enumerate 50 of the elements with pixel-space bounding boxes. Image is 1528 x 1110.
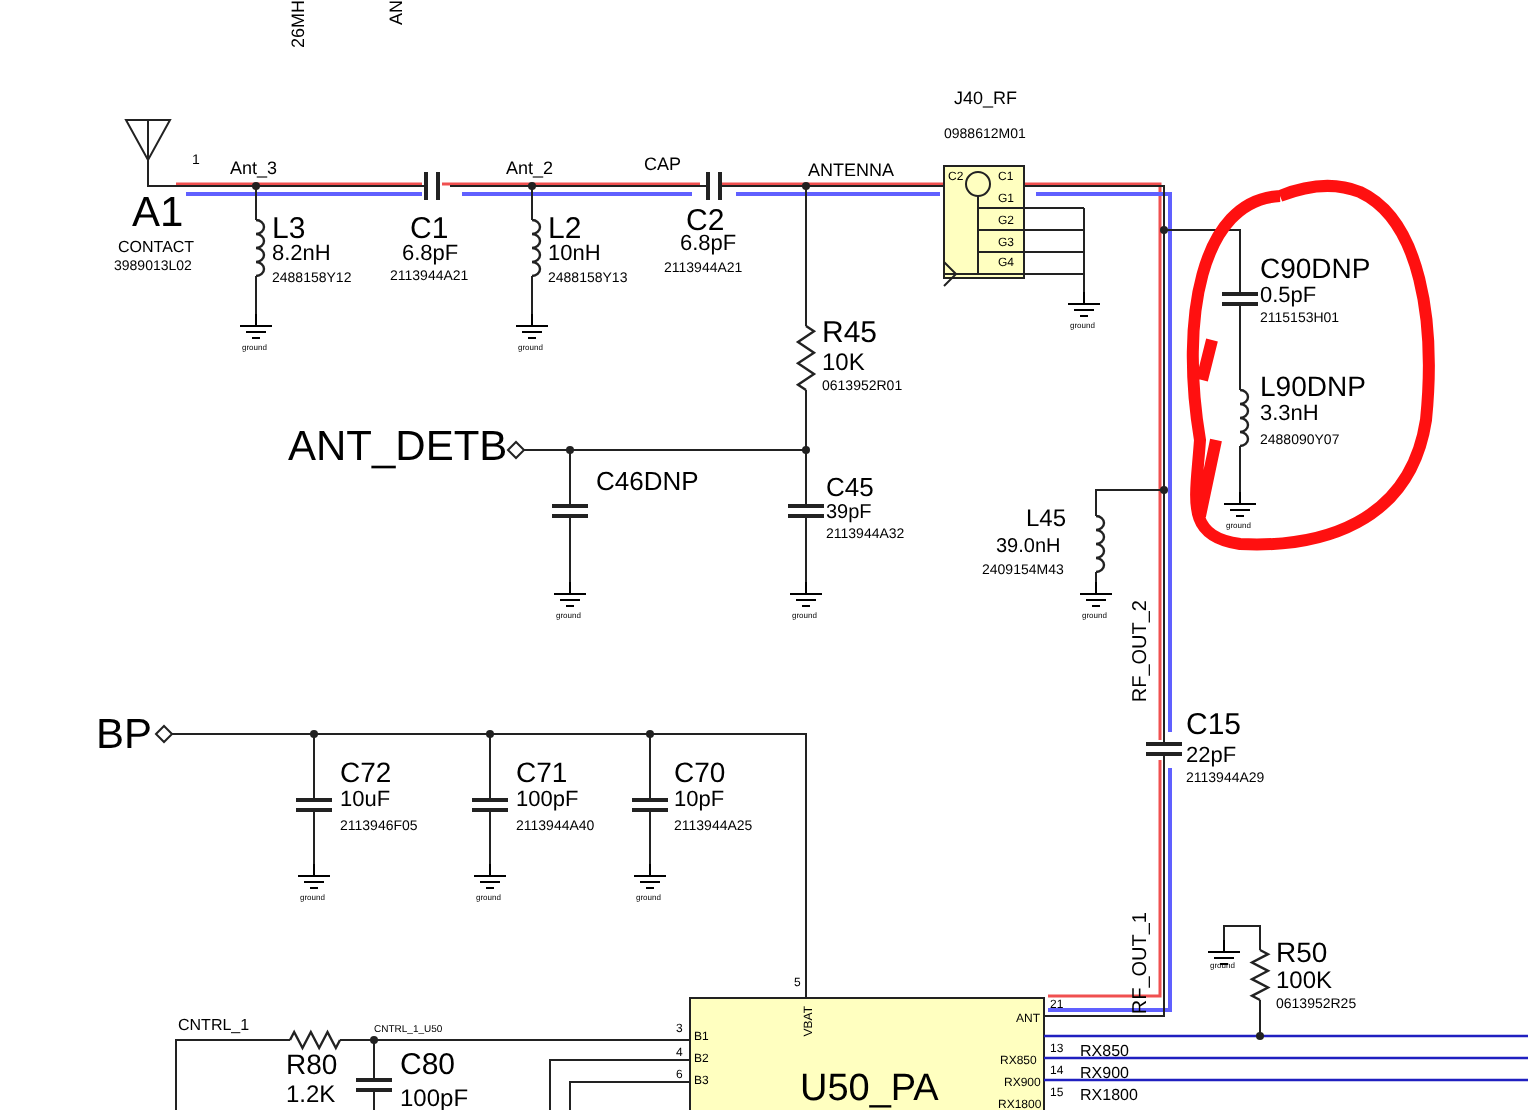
component-value: 1.2K bbox=[286, 1082, 336, 1106]
component-ref: A1 bbox=[132, 192, 184, 234]
net-label: 26MH bbox=[290, 0, 308, 49]
component-ref: R45 bbox=[822, 318, 878, 348]
component-value: 10nH bbox=[548, 244, 601, 266]
port-label: BP bbox=[96, 714, 153, 756]
component-ref: C71 bbox=[516, 758, 568, 786]
net-label: ANTENNA bbox=[808, 162, 895, 180]
component-value: 10pF bbox=[674, 790, 725, 812]
net-label: Ant_3 bbox=[230, 160, 278, 178]
component-ref: C80 bbox=[400, 1050, 456, 1080]
port-label: ANT_DETB bbox=[288, 426, 508, 468]
component-ref: C15 bbox=[1186, 710, 1242, 740]
component-ref: C90DNP bbox=[1260, 254, 1371, 282]
component-ref: C2 bbox=[686, 206, 725, 236]
component-value: 39pF bbox=[826, 504, 872, 524]
component-value: 100pF bbox=[516, 790, 579, 812]
component-ref: L3 bbox=[272, 214, 306, 244]
component-value: 8.2nH bbox=[272, 244, 331, 266]
net-label: RX900 bbox=[1080, 1066, 1129, 1082]
net-label: RX1800 bbox=[1080, 1088, 1138, 1104]
component-value: 6.8pF bbox=[680, 234, 737, 256]
component-ref: L90DNP bbox=[1260, 372, 1366, 400]
component-ref: J40_RF bbox=[954, 90, 1018, 108]
component-value: 22pF bbox=[1186, 746, 1237, 768]
component-ref: C1 bbox=[410, 214, 449, 244]
net-label: RX850 bbox=[1080, 1044, 1129, 1060]
net-label: RF_OUT_2 bbox=[1132, 600, 1152, 703]
component-ref: C70 bbox=[674, 758, 726, 786]
component-ref: R50 bbox=[1276, 938, 1328, 966]
component-ref: C46DNP bbox=[596, 468, 699, 494]
chip-name: U50_PA bbox=[800, 1070, 939, 1108]
component-value: 0.5pF bbox=[1260, 286, 1317, 308]
component-value: 10K bbox=[822, 350, 865, 374]
component-value: 39.0nH bbox=[996, 538, 1061, 558]
net-label: RF_OUT_1 bbox=[1132, 912, 1152, 1015]
component-ref: L45 bbox=[1026, 506, 1067, 530]
part-number: CONTACT bbox=[118, 240, 195, 256]
net-label: CAP bbox=[644, 156, 682, 174]
net-label: CNTRL_1 bbox=[178, 1018, 250, 1034]
component-ref: L2 bbox=[548, 214, 582, 244]
component-ref: C45 bbox=[826, 474, 874, 500]
net-label: Ant_2 bbox=[506, 160, 554, 178]
component-ref: C72 bbox=[340, 758, 392, 786]
net-label: AN bbox=[388, 0, 406, 26]
component-value: 6.8pF bbox=[402, 244, 459, 266]
component-ref: R80 bbox=[286, 1050, 338, 1078]
component-value: 3.3nH bbox=[1260, 404, 1319, 426]
component-value: 100K bbox=[1276, 968, 1333, 992]
component-value: 10uF bbox=[340, 790, 391, 812]
